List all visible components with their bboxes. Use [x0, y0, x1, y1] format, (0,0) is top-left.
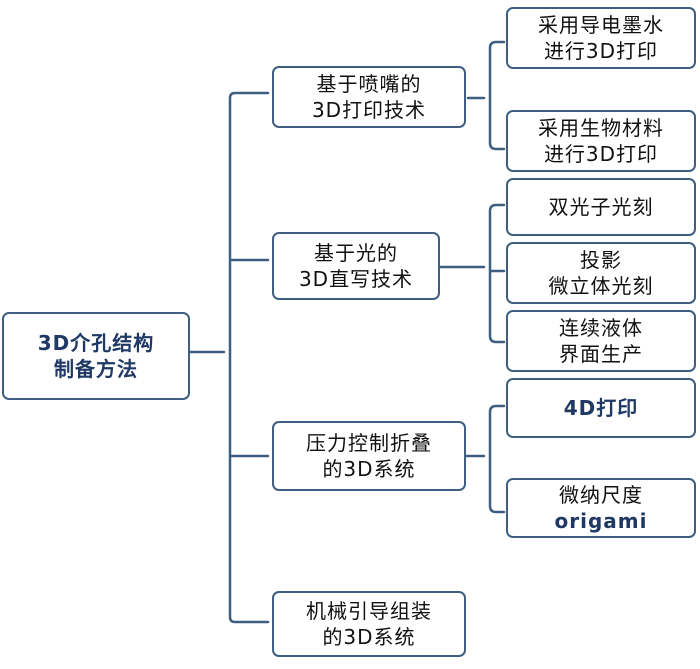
root-brace	[188, 91, 270, 624]
leaf-continuous-liquid-interface: 连续液体 界面生产	[506, 310, 696, 372]
leaf-two-photon-lithography: 双光子光刻	[506, 178, 696, 236]
leaf-line: 双光子光刻	[548, 195, 654, 219]
branch-line: 3D打印技术	[311, 98, 427, 122]
leaf-projection-microstereolithography: 投影 微立体光刻	[506, 242, 696, 304]
branch1-brace	[466, 40, 506, 151]
branch2-brace	[438, 203, 506, 344]
leaf-line: 投影	[580, 248, 622, 272]
branch-line: 的3D系统	[322, 457, 416, 481]
leaf-line: 采用导电墨水	[538, 13, 664, 37]
branch3-brace	[464, 404, 506, 514]
leaf-4d-printing: 4D打印	[506, 378, 696, 438]
leaf-biomaterial: 采用生物材料 进行3D打印	[506, 110, 696, 172]
branch-line: 的3D系统	[322, 625, 416, 649]
branch-line: 基于喷嘴的	[316, 72, 422, 96]
leaf-line: 4D打印	[563, 396, 639, 420]
root-node: 3D介孔结构 制备方法	[2, 312, 190, 400]
leaf-line: 进行3D打印	[543, 39, 659, 63]
leaf-line: 界面生产	[559, 342, 643, 366]
branch-line: 机械引导组装	[306, 599, 432, 623]
root-line-1: 3D介孔结构	[37, 331, 155, 355]
branch-line: 基于光的	[314, 241, 398, 265]
leaf-line: 微纳尺度	[559, 483, 643, 507]
leaf-micro-nano-origami: 微纳尺度 origami	[506, 478, 696, 538]
leaf-conductive-ink: 采用导电墨水 进行3D打印	[506, 7, 696, 69]
branch-mechanical-assembly: 机械引导组装 的3D系统	[272, 591, 466, 657]
branch-line: 压力控制折叠	[306, 431, 432, 455]
leaf-line: 采用生物材料	[538, 116, 664, 140]
leaf-line: 连续液体	[559, 316, 643, 340]
branch-line: 3D直写技术	[298, 267, 414, 291]
leaf-line: origami	[554, 509, 648, 533]
branch-light-direct-writing: 基于光的 3D直写技术	[272, 232, 440, 300]
root-line-2: 制备方法	[54, 357, 138, 381]
leaf-line: 微立体光刻	[548, 274, 654, 298]
leaf-line: 进行3D打印	[543, 142, 659, 166]
branch-nozzle-3d-printing: 基于喷嘴的 3D打印技术	[272, 66, 466, 128]
branch-pressure-folding: 压力控制折叠 的3D系统	[272, 421, 466, 491]
